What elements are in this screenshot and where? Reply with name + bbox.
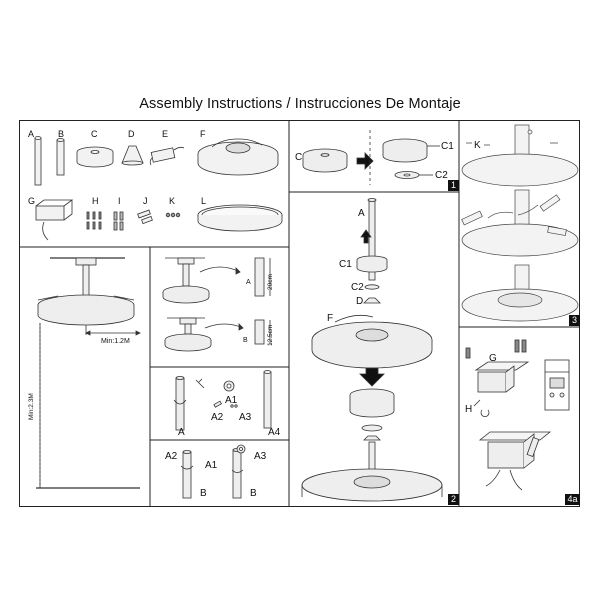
rod-assembly-b	[180, 444, 246, 499]
part-label-f: F	[200, 129, 206, 139]
option-b-label: B	[243, 337, 248, 344]
rod-label-a4: A4	[268, 427, 281, 438]
step4a-drawing	[465, 339, 570, 491]
rod-label-a3: A3	[239, 412, 252, 423]
step3-drawing	[461, 124, 579, 322]
part-label-e: E	[162, 129, 169, 139]
part-label-l: L	[201, 196, 207, 206]
min-width-label: Min:1.2M	[101, 338, 130, 345]
step1-label-c2: C2	[435, 170, 448, 181]
instruction-frame	[19, 120, 580, 507]
step-number-1: 1	[448, 180, 459, 191]
part-label-b: B	[58, 129, 65, 139]
rod-b-label-b1: B	[200, 488, 207, 499]
step2-drawing	[301, 198, 443, 502]
rod-assembly-a	[173, 370, 272, 431]
part-label-i: I	[118, 196, 121, 206]
step2-label-a: A	[358, 208, 365, 219]
part-label-j: J	[143, 196, 148, 206]
step2-label-f: F	[327, 313, 334, 324]
rod-label-a: A	[178, 427, 185, 438]
part-label-k: K	[169, 196, 176, 206]
rod-b-label-a2: A2	[165, 451, 178, 462]
part-label-h: H	[92, 196, 99, 206]
rod-label-a1: A1	[225, 395, 238, 406]
part-b-rod	[56, 139, 65, 176]
part-label-d: D	[128, 129, 135, 139]
step1-label-c1: C1	[441, 141, 454, 152]
rod-b-label-a1: A1	[205, 460, 218, 471]
step-number-3: 3	[569, 315, 580, 326]
min-height-label: Min:2.3M	[28, 393, 35, 420]
arrow-up-icon	[360, 229, 372, 244]
part-h-screws	[86, 211, 102, 230]
step-number-4a: 4a	[565, 494, 580, 505]
step1-label-c: C	[295, 152, 303, 163]
part-label-a: A	[28, 129, 35, 139]
part-e-receiver	[150, 147, 176, 163]
part-a-rod	[34, 137, 42, 186]
rod-label-a2: A2	[211, 412, 224, 423]
step3-label-k: K	[474, 140, 481, 151]
step2-label-c1: C1	[339, 259, 352, 270]
option-a-length: 20cm	[267, 274, 274, 290]
rod-b-label-a3: A3	[254, 451, 267, 462]
part-i-anchors	[113, 211, 124, 231]
option-a-label: A	[246, 279, 251, 286]
part-j-connectors	[137, 209, 153, 225]
step2-label-c2: C2	[351, 282, 364, 293]
arrow-down-icon	[359, 367, 385, 387]
step-number-2: 2	[448, 494, 459, 505]
step4a-label-h: H	[465, 404, 473, 415]
page-title: Assembly Instructions / Instrucciones De…	[139, 96, 461, 112]
part-label-c: C	[91, 129, 98, 139]
rod-b-label-b2: B	[250, 488, 257, 499]
step4a-label-g: G	[489, 353, 497, 364]
option-b-length: 12.5cm	[267, 324, 274, 346]
step1-drawing	[302, 130, 440, 185]
part-label-g: G	[28, 196, 36, 206]
parts-list	[34, 136, 283, 241]
height-diagram	[36, 257, 141, 489]
part-g-bracket	[35, 205, 65, 221]
part-d-cover	[121, 145, 144, 164]
arrow-icon	[356, 152, 374, 170]
part-k-nuts	[165, 212, 181, 218]
step2-label-d: D	[356, 296, 364, 307]
downrod-options	[162, 257, 271, 352]
